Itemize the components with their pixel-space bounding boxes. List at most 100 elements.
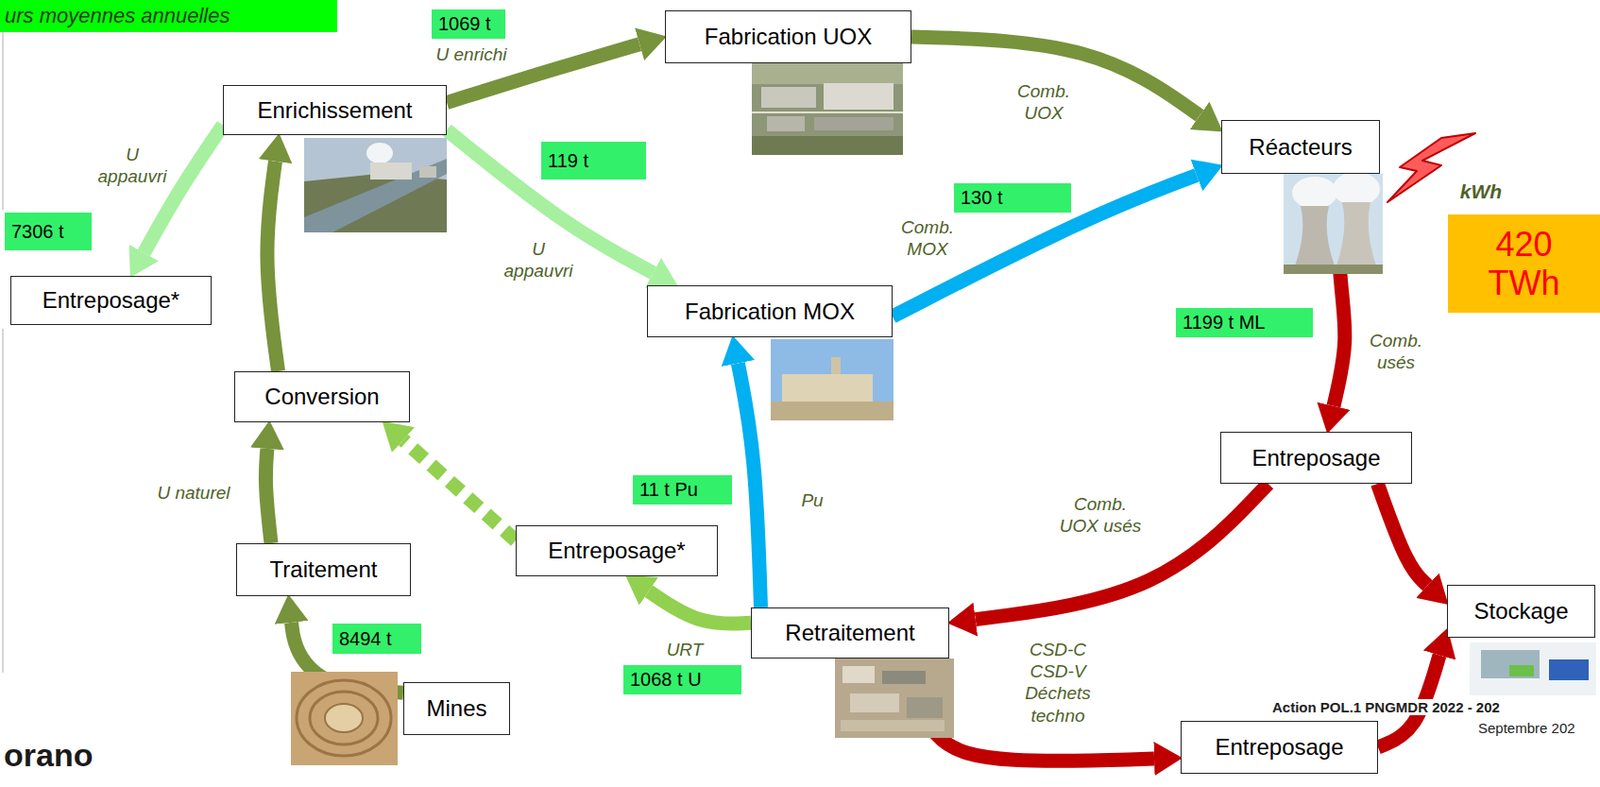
process-name: Fabrication UOX: [704, 23, 872, 51]
process-box: Conversion: [234, 371, 410, 423]
photo-ground: [290, 671, 398, 766]
flow-label: Comb. UOX usés: [1055, 493, 1146, 537]
quantity-tag: 1199 t ML: [1175, 307, 1313, 338]
photo-tower: [1335, 202, 1378, 269]
drawing-ground: [1469, 642, 1597, 696]
process-box: Réacteurs: [1221, 119, 1380, 174]
photo-building: [782, 374, 873, 405]
process-name: Conversion: [264, 383, 379, 410]
process-box: Mines: [403, 681, 511, 735]
energy-box: 420 TWh: [1447, 214, 1600, 313]
flow-label: Comb. usés: [1362, 329, 1430, 374]
photo-terrace: [296, 680, 392, 756]
process-name: Retraitement: [784, 619, 915, 647]
process-name: Réacteurs: [1248, 134, 1352, 161]
drawing-block: [1548, 659, 1589, 681]
flow-label: U naturel: [156, 481, 230, 504]
process-box: Entreposage*: [515, 525, 718, 577]
process-name: Entreposage: [1214, 733, 1344, 761]
dashed-flow-arrow: [403, 440, 516, 542]
photo-building: [842, 665, 875, 683]
quantity-value: 1199 t ML: [1182, 311, 1265, 334]
photo-terrace: [309, 691, 378, 745]
photo-building: [823, 83, 894, 110]
quantity-value: 130 t: [960, 187, 1003, 209]
flow-label: URT: [666, 638, 704, 661]
quantity-value: 119 t: [547, 150, 589, 172]
quantity-tag: 1069 t: [431, 9, 506, 39]
process-box: Enrichissement: [222, 85, 447, 136]
reprocessing-plant-photo: [834, 658, 954, 738]
photo-steam: [366, 142, 393, 164]
flow-arrow: [143, 124, 223, 253]
photo-ground: [834, 658, 954, 738]
quantity-tag: 130 t: [953, 183, 1072, 213]
flow-label: U appauvri: [500, 238, 577, 282]
photo-river: [304, 158, 447, 233]
process-name: Entreposage*: [547, 537, 685, 564]
process-name: Entreposage*: [42, 287, 180, 314]
quantity-tag: 119 t: [541, 141, 647, 180]
photo-building: [906, 697, 943, 718]
process-box: Entreposage*: [10, 275, 212, 325]
drawing-block: [1480, 649, 1540, 679]
process-name: Fabrication MOX: [684, 298, 855, 325]
process-name: Stockage: [1473, 597, 1568, 625]
flow-arrow: [446, 130, 653, 273]
process-name: Mines: [425, 695, 487, 722]
photo-building: [761, 86, 817, 108]
margin-rule: [1, 328, 4, 673]
flow-label: Comb. UOX: [1010, 80, 1077, 124]
quantity-tag: 8494 t: [332, 623, 422, 654]
flow-label: Pu: [800, 489, 823, 511]
quantity-value: 8494 t: [339, 628, 392, 650]
unit-label: kWh: [1460, 180, 1502, 204]
process-box: Fabrication MOX: [646, 285, 893, 338]
cooling-towers-photo: [1283, 171, 1383, 274]
flow-arrow: [1377, 483, 1428, 586]
photo-field: [751, 63, 903, 85]
flow-arrow: [265, 448, 272, 544]
photo-road: [751, 111, 903, 114]
photo-steam: [1292, 176, 1338, 209]
photo-tower: [1293, 205, 1336, 269]
quantity-tag: 1068 t U: [623, 664, 742, 695]
flow-label: CSD-C CSD-V Déchets techno: [1018, 638, 1099, 727]
photo-ground: [751, 63, 903, 155]
flow-arrow: [648, 591, 751, 624]
photo-plant: [419, 166, 437, 178]
flow-label: U enrichi: [436, 43, 508, 66]
process-box: Entreposage: [1220, 431, 1413, 484]
flow-label: Comb. MOX: [894, 216, 961, 260]
process-box: Stockage: [1446, 584, 1596, 638]
footer-note: Action POL.1 PNGMDR 2022 - 202: [1270, 698, 1502, 715]
photo-building: [840, 719, 945, 732]
flow-arrow: [892, 174, 1197, 317]
photo-sky: [770, 339, 894, 421]
process-box: Traitement: [236, 543, 411, 596]
process-box: Retraitement: [750, 607, 950, 659]
process-box: Fabrication UOX: [664, 10, 912, 64]
logo-text: orano: [3, 736, 93, 774]
quantity-value: 1068 t U: [629, 668, 702, 691]
margin-rule: [1, 25, 4, 210]
caption-band: urs moyennes annuelles: [0, 0, 338, 33]
quantity-tag: 11 t Pu: [632, 475, 732, 505]
process-name: Enrichissement: [256, 97, 412, 124]
energy-value: 420 TWh: [1476, 224, 1572, 304]
photo-ground: [770, 401, 894, 421]
photo-sky: [304, 137, 447, 233]
photo-ground: [1283, 264, 1383, 274]
quantity-value: 7306 t: [11, 221, 65, 243]
process-name: Entreposage: [1251, 444, 1380, 472]
mine-photo: [290, 671, 398, 766]
photo-building: [850, 693, 900, 713]
photo-building: [766, 116, 805, 132]
quantity-tag: 7306 t: [4, 212, 92, 251]
flow-arrow: [737, 362, 761, 608]
caption-text: urs moyennes annuelles: [4, 3, 230, 29]
mox-plant-photo: [770, 339, 894, 421]
photo-building: [814, 117, 894, 131]
uox-plant-photo: [751, 63, 903, 155]
